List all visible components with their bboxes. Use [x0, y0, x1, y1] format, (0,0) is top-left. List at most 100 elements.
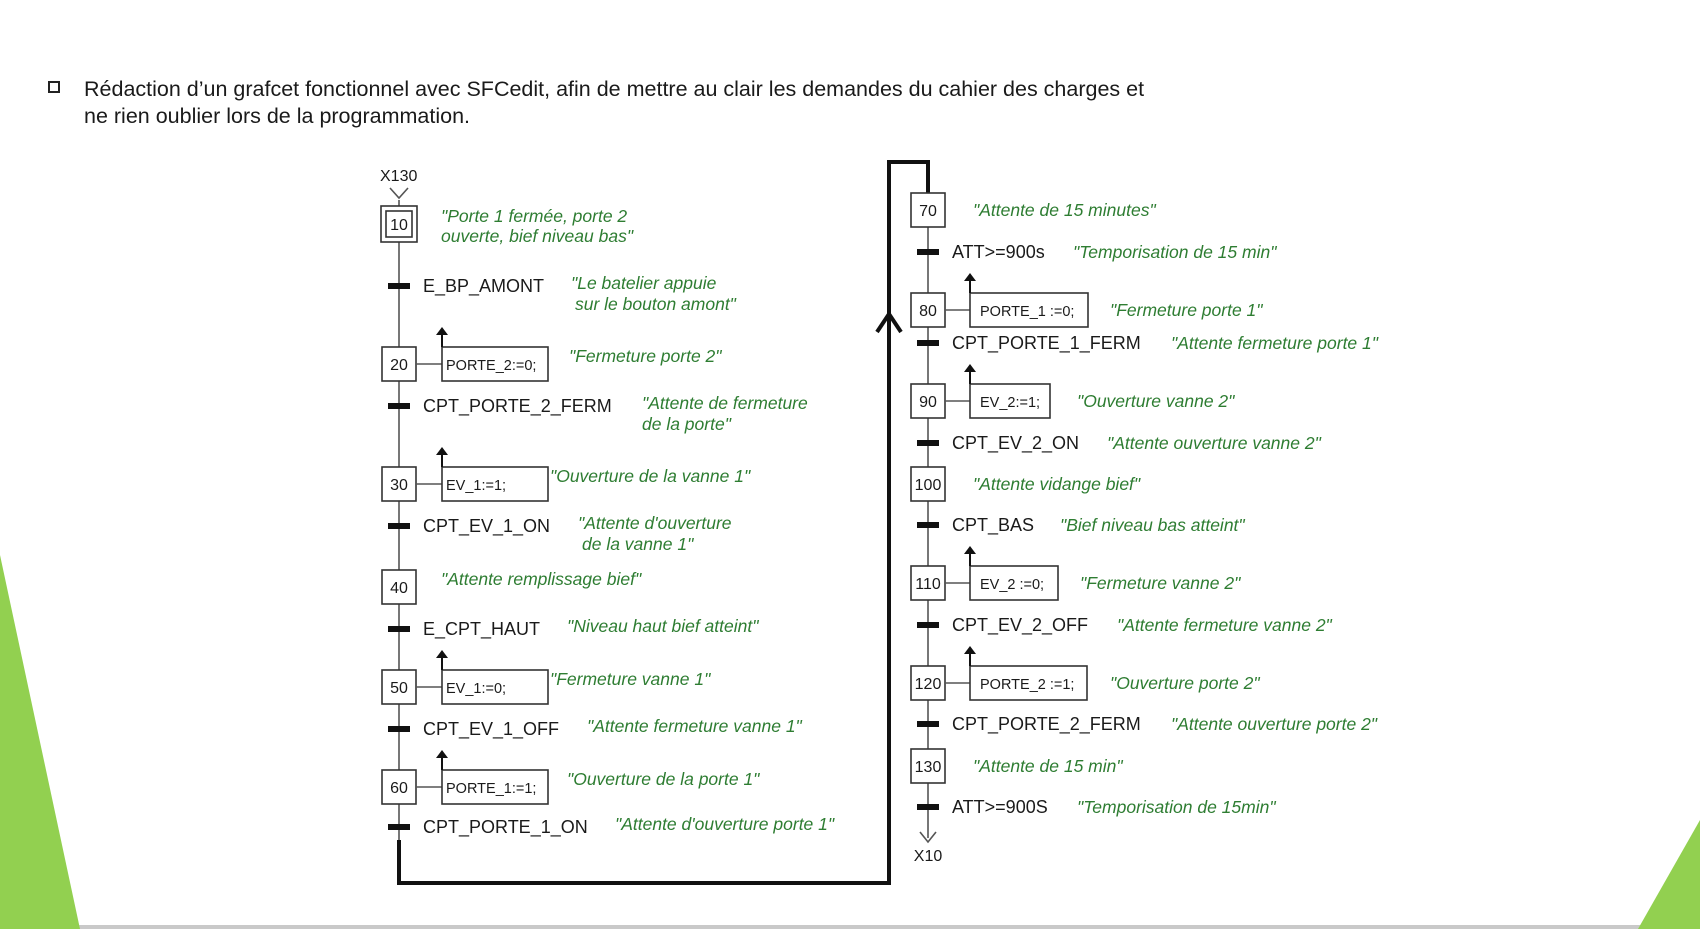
transition-comment: "Attente fermeture porte 1" — [1171, 333, 1379, 353]
step-box — [381, 346, 417, 382]
step-comment: "Ouverture porte 2" — [1110, 673, 1260, 693]
transition-comment: de la vanne 1" — [582, 534, 694, 554]
step-box — [910, 565, 946, 601]
transition-comment: "Attente ouverture porte 2" — [1171, 714, 1378, 734]
loop-arrow-up-icon — [875, 310, 903, 334]
step-comment: "Attente remplissage bief" — [441, 569, 642, 589]
transition-comment: sur le bouton amont" — [575, 294, 737, 314]
bullet-text: Rédaction d’un grafcet fonctionnel avec … — [84, 76, 1314, 130]
action-arrow-up-icon — [964, 646, 976, 654]
step-box — [381, 466, 417, 502]
action-box — [969, 383, 1051, 419]
step-comment: "Attente de 15 min" — [973, 756, 1123, 776]
step-number: 130 — [915, 759, 942, 776]
action-label: PORTE_1 :=0; — [980, 304, 1074, 320]
transition-label: E_CPT_HAUT — [423, 619, 540, 640]
action-box — [441, 346, 549, 382]
step-number: 30 — [390, 477, 408, 494]
transition-label: CPT_PORTE_2_FERM — [423, 396, 612, 417]
transition-comment: "Attente d'ouverture porte 1" — [615, 814, 835, 834]
bullet-text-line-2: ne rien oublier lors de la programmation… — [84, 104, 471, 128]
transition-label: ATT>=900S — [952, 797, 1048, 817]
transition-comment: "Temporisation de 15min" — [1077, 797, 1276, 817]
step-comment: ouverte, bief niveau bas" — [441, 226, 634, 246]
transition-comment: "Niveau haut bief atteint" — [567, 616, 759, 636]
step-number: 80 — [919, 303, 937, 320]
transition-label: CPT_EV_2_OFF — [952, 615, 1088, 636]
checkbox-bullet-icon — [48, 81, 60, 93]
green-accent-left — [0, 555, 80, 929]
transition-comment: "Bief niveau bas atteint" — [1060, 515, 1245, 535]
step-box — [910, 466, 946, 502]
transition-comment: "Le batelier appuie — [571, 273, 717, 293]
initial-step-inner-box — [385, 210, 413, 238]
transition-label: CPT_EV_1_OFF — [423, 719, 559, 740]
transition-label: ATT>=900s — [952, 242, 1045, 262]
action-box — [441, 466, 549, 502]
transition-comment: "Attente de fermeture — [642, 393, 808, 413]
step-number: 90 — [919, 394, 937, 411]
step-box — [381, 569, 417, 605]
loop-connector — [397, 160, 930, 885]
action-box — [441, 669, 549, 705]
transition-comment: "Attente fermeture vanne 1" — [587, 716, 803, 736]
step-number: 20 — [390, 357, 408, 374]
step-comment: "Fermeture vanne 2" — [1080, 573, 1241, 593]
action-box — [969, 292, 1089, 328]
action-arrow-up-icon — [436, 447, 448, 455]
step-comment: "Fermeture vanne 1" — [550, 669, 711, 689]
transition-label: CPT_PORTE_1_FERM — [952, 333, 1141, 354]
action-label: EV_1:=1; — [446, 478, 506, 494]
transition-label: CPT_EV_2_ON — [952, 433, 1079, 454]
step-number: 70 — [919, 203, 937, 220]
action-box — [969, 665, 1088, 701]
action-arrow-up-icon — [964, 364, 976, 372]
action-label: PORTE_1:=1; — [446, 781, 536, 797]
step-comment: "Porte 1 fermée, porte 2 — [441, 206, 627, 226]
step-number: 100 — [915, 477, 942, 494]
action-label: EV_1:=0; — [446, 681, 506, 697]
step-comment: "Fermeture porte 2" — [569, 346, 722, 366]
transition-comment: de la porte" — [642, 414, 732, 434]
transition-comment: "Attente ouverture vanne 2" — [1107, 433, 1322, 453]
action-arrow-up-icon — [436, 327, 448, 335]
final-link-label: X10 — [914, 848, 943, 865]
action-arrow-up-icon — [436, 650, 448, 658]
step-box — [381, 669, 417, 705]
step-comment: "Ouverture de la porte 1" — [567, 769, 760, 789]
transition-label: CPT_PORTE_1_ON — [423, 817, 588, 838]
transition-comment: "Attente fermeture vanne 2" — [1117, 615, 1333, 635]
final-link-chevron-icon — [919, 831, 937, 844]
action-arrow-up-icon — [436, 750, 448, 758]
action-label: PORTE_2 :=1; — [980, 677, 1074, 693]
step-box — [381, 769, 417, 805]
action-arrow-up-icon — [964, 273, 976, 281]
bullet-text-line-1: Rédaction d’un grafcet fonctionnel avec … — [84, 77, 1145, 101]
step-box — [910, 292, 946, 328]
step-box — [910, 748, 946, 784]
step-comment: "Ouverture vanne 2" — [1077, 391, 1235, 411]
step-box — [910, 192, 946, 228]
step-comment: "Fermeture porte 1" — [1110, 300, 1263, 320]
step-comment: "Attente de 15 minutes" — [973, 200, 1156, 220]
transition-comment: "Attente d'ouverture — [578, 513, 732, 533]
green-accent-right — [1638, 820, 1700, 929]
step-number: 60 — [390, 780, 408, 797]
transition-comment: "Temporisation de 15 min" — [1073, 242, 1277, 262]
step-comment: "Ouverture de la vanne 1" — [550, 466, 751, 486]
transition-label: E_BP_AMONT — [423, 276, 544, 297]
step-number: 110 — [915, 576, 941, 593]
transition-label: CPT_EV_1_ON — [423, 516, 550, 537]
transition-label: CPT_BAS — [952, 515, 1034, 536]
step-number: 40 — [390, 580, 408, 597]
action-box — [441, 769, 549, 805]
step-number: 120 — [915, 676, 942, 693]
action-arrow-up-icon — [964, 546, 976, 554]
action-label: EV_2:=1; — [980, 395, 1040, 411]
transition-label: CPT_PORTE_2_FERM — [952, 714, 1141, 735]
slide-bottom-border — [0, 925, 1700, 929]
step-comment: "Attente vidange bief" — [973, 474, 1141, 494]
action-label: EV_2 :=0; — [980, 577, 1044, 593]
